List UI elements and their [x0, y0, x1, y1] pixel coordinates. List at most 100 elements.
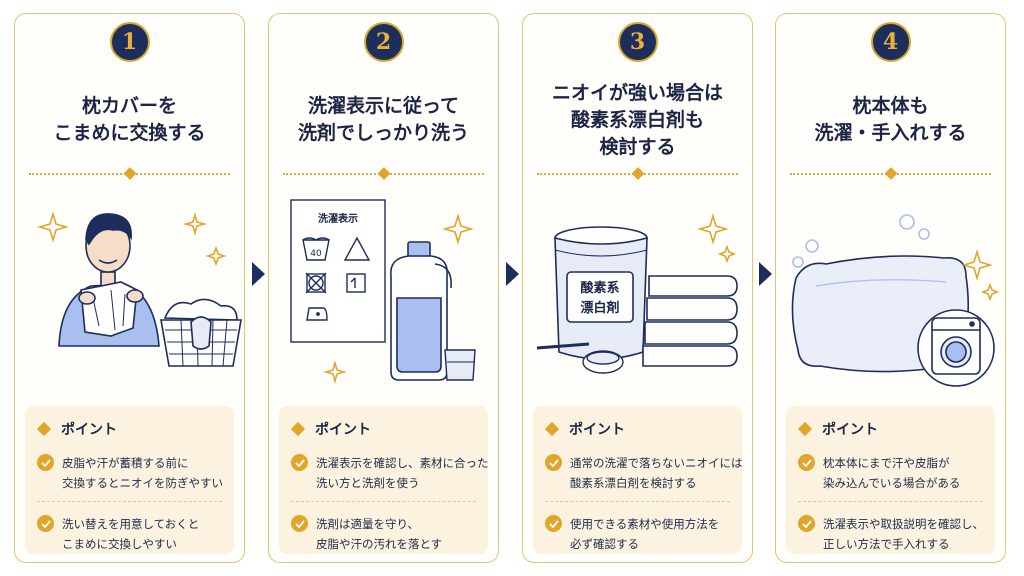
man-holding-pillowcase-icon — [58, 213, 160, 347]
points-separator — [291, 501, 476, 502]
point-item: 洗濯表示や取扱説明を確認し、正しい方法で手入れする — [798, 514, 987, 554]
points-heading-label: ポイント — [569, 422, 625, 438]
step-title-line: 枕カバーを — [81, 95, 177, 117]
next-arrow-icon — [506, 262, 519, 286]
sparkle-icon — [37, 211, 227, 267]
point-text: 洗い方と洗剤を使う — [316, 476, 420, 490]
diamond-bullet-icon — [544, 421, 560, 437]
step3-illustration: 酸素系 漂白剤 — [536, 213, 738, 374]
title-divider — [790, 167, 991, 180]
points-heading-label: ポイント — [315, 422, 371, 438]
check-circle-icon — [545, 515, 562, 532]
step-card-3: 3 ニオイが強い場合は 酸素系漂白剤も 検討する 酸素系 漂白剤 — [522, 13, 753, 563]
points-heading: ポイント — [797, 419, 878, 439]
point-text: 必ず確認する — [570, 537, 639, 551]
points-separator — [798, 501, 983, 502]
bleach-label-line: 漂白剤 — [580, 300, 619, 316]
point-text: 枕本体にまで汗や皮脂が — [823, 456, 950, 470]
check-circle-icon — [798, 454, 815, 471]
point-text: 皮脂や汗の汚れを落とす — [316, 537, 443, 551]
step-title-line: 洗剤でしっかり洗う — [297, 122, 469, 144]
step-title-line: こまめに交換する — [53, 122, 206, 144]
points-heading: ポイント — [36, 419, 117, 439]
sparkle-icon — [323, 213, 474, 384]
check-circle-icon — [291, 515, 308, 532]
sparkle-icon — [961, 249, 1000, 302]
washing-machine-icon — [917, 309, 995, 387]
step-number-badge: 1 — [109, 22, 150, 62]
points-box: ポイント 洗濯表示を確認し、素材に合った洗い方と洗剤を使う 洗剤は適量を守り、皮… — [279, 406, 489, 554]
measuring-cup-icon — [444, 349, 476, 381]
point-text: 洗剤は適量を守り、 — [316, 517, 420, 531]
point-item: 洗い替えを用意しておくとこまめに交換しやすい — [37, 514, 226, 554]
step-number-badge: 4 — [870, 22, 911, 62]
step4-illustration — [791, 214, 1000, 387]
point-text: 皮脂や汗が蓄積する前に — [62, 456, 189, 470]
folded-towels-icon — [642, 275, 738, 367]
check-circle-icon — [37, 515, 54, 532]
check-circle-icon — [798, 515, 815, 532]
title-divider — [283, 167, 484, 180]
next-arrow-icon — [252, 262, 265, 286]
diamond-bullet-icon — [797, 421, 813, 437]
point-item: 洗剤は適量を守り、皮脂や汗の汚れを落とす — [291, 514, 480, 554]
title-divider — [537, 167, 738, 180]
points-heading-label: ポイント — [822, 422, 878, 438]
point-text: 染み込んでいる場合がある — [823, 476, 961, 490]
step-title-line: 酸素系漂白剤も — [570, 108, 704, 131]
points-heading: ポイント — [290, 419, 371, 439]
diamond-bullet-icon — [290, 421, 306, 437]
laundry-basket-icon — [160, 298, 242, 367]
points-box: ポイント 枕本体にまで汗や皮脂が染み込んでいる場合がある 洗濯表示や取扱説明を確… — [786, 406, 995, 554]
step-title-line: 洗濯・手入れする — [814, 122, 967, 144]
point-item: 枕本体にまで汗や皮脂が染み込んでいる場合がある — [798, 453, 987, 493]
care-label-temp: 40 — [310, 249, 322, 259]
step-card-2: 2 洗濯表示に従って 洗剤でしっかり洗う 洗濯表示 40 — [268, 13, 499, 563]
points-separator — [545, 501, 730, 502]
check-circle-icon — [37, 454, 54, 471]
points-heading: ポイント — [544, 419, 625, 439]
point-text: 洗い替えを用意しておくと — [62, 517, 200, 531]
point-text: こまめに交換しやすい — [62, 537, 177, 551]
step2-illustration: 洗濯表示 40 — [290, 199, 476, 384]
step-title-line: ニオイが強い場合は — [551, 81, 723, 104]
point-item: 通常の洗濯で落ちないニオイには酸素系漂白剤を検討する — [545, 453, 743, 493]
point-text: 正しい方法で手入れする — [823, 537, 950, 551]
points-box: ポイント 皮脂や汗が蓄積する前に交換するとニオイを防ぎやすい 洗い替えを用意して… — [25, 406, 234, 554]
diamond-bullet-icon — [36, 421, 52, 437]
step-number-badge: 3 — [617, 22, 658, 62]
step-card-1: 1 枕カバーを こまめに交換する ポイント — [14, 13, 245, 563]
point-item: 皮脂や汗が蓄積する前に交換するとニオイを防ぎやすい — [37, 453, 226, 493]
step-title: 洗濯表示に従って 洗剤でしっかり洗う — [275, 78, 492, 162]
title-divider — [29, 167, 230, 180]
measuring-scoop-icon — [536, 342, 624, 374]
points-box: ポイント 通常の洗濯で落ちないニオイには酸素系漂白剤を検討する 使用できる素材や… — [533, 406, 743, 554]
point-text: 洗濯表示を確認し、素材に合った — [316, 456, 489, 470]
sparkle-icon — [697, 213, 737, 264]
point-text: 使用できる素材や使用方法を — [570, 517, 720, 531]
point-item: 洗濯表示を確認し、素材に合った洗い方と洗剤を使う — [291, 453, 489, 493]
step-title: ニオイが強い場合は 酸素系漂白剤も 検討する — [529, 78, 746, 162]
care-label-title: 洗濯表示 — [318, 212, 358, 225]
care-label-icon: 洗濯表示 40 — [290, 199, 386, 343]
step-title-line: 枕本体も — [852, 95, 929, 117]
check-circle-icon — [291, 454, 308, 471]
step1-illustration — [37, 211, 242, 367]
point-text: 交換するとニオイを防ぎやすい — [62, 476, 223, 490]
point-text: 酸素系漂白剤を検討する — [570, 476, 697, 490]
point-item: 使用できる素材や使用方法を必ず確認する — [545, 514, 734, 554]
next-arrow-icon — [759, 262, 772, 286]
step-title-line: 検討する — [599, 135, 676, 158]
points-heading-label: ポイント — [61, 422, 117, 438]
check-circle-icon — [545, 454, 562, 471]
step-number-badge: 2 — [363, 22, 404, 62]
points-separator — [37, 501, 222, 502]
bleach-label-line: 酸素系 — [580, 280, 619, 296]
step-card-4: 4 枕本体も 洗濯・手入れする ポイント — [775, 13, 1006, 563]
step-title: 枕カバーを こまめに交換する — [21, 78, 238, 162]
point-text: 通常の洗濯で落ちないニオイには — [570, 456, 743, 470]
step-title: 枕本体も 洗濯・手入れする — [782, 78, 999, 162]
detergent-bottle-icon — [390, 241, 452, 381]
step-title-line: 洗濯表示に従って — [307, 95, 460, 117]
bleach-container-icon: 酸素系 漂白剤 — [554, 226, 648, 360]
